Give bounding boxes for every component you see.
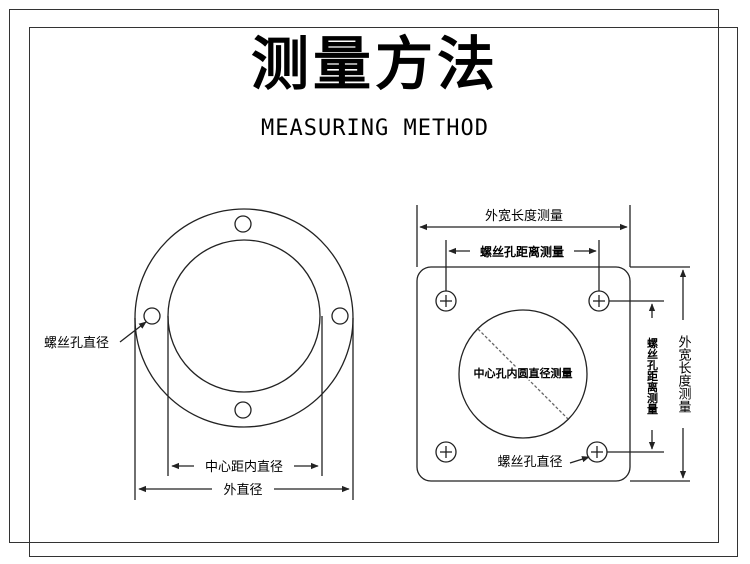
side-hole-distance-label: 螺丝孔距离测量 <box>646 336 659 414</box>
outer-border <box>9 9 719 543</box>
side-outer-width-label: 外宽长度测量 <box>676 335 692 413</box>
inner-border <box>29 27 738 557</box>
square-flange <box>416 205 690 482</box>
round-flange-bolt-hole-right <box>331 307 349 325</box>
outer-width-label: 外宽长度测量 <box>485 208 563 224</box>
round-bolt-hole-label: 螺丝孔直径 <box>44 336 109 351</box>
inner-circle-label: 中心孔内圆直径测量 <box>474 366 573 380</box>
square-bolt-hole-label: 螺丝孔直径 <box>497 455 562 470</box>
round-outer-diameter-label: 外直径 <box>223 483 262 498</box>
center-hole-diameter-line <box>477 328 569 420</box>
page-title: 测量方法 <box>250 30 499 98</box>
hole-distance-label: 螺丝孔距离测量 <box>480 244 564 259</box>
square-flange-plate <box>416 266 631 482</box>
square-bolt-hole-leader <box>569 456 590 464</box>
round-flange-bolt-hole-bottom <box>234 401 252 419</box>
round-center-distance-label: 中心距内直径 <box>205 459 283 475</box>
round-bolt-hole-leader <box>119 321 147 343</box>
square-flange-center-hole <box>458 309 588 439</box>
round-flange-bolt-hole-left <box>143 307 161 325</box>
page-subtitle: MEASURING METHOD <box>261 116 489 141</box>
round-flange-bolt-hole-top <box>234 215 252 233</box>
round-flange <box>119 208 354 500</box>
square-bolt-hole-bottom-left <box>435 441 457 463</box>
round-flange-inner-circle <box>167 239 321 393</box>
